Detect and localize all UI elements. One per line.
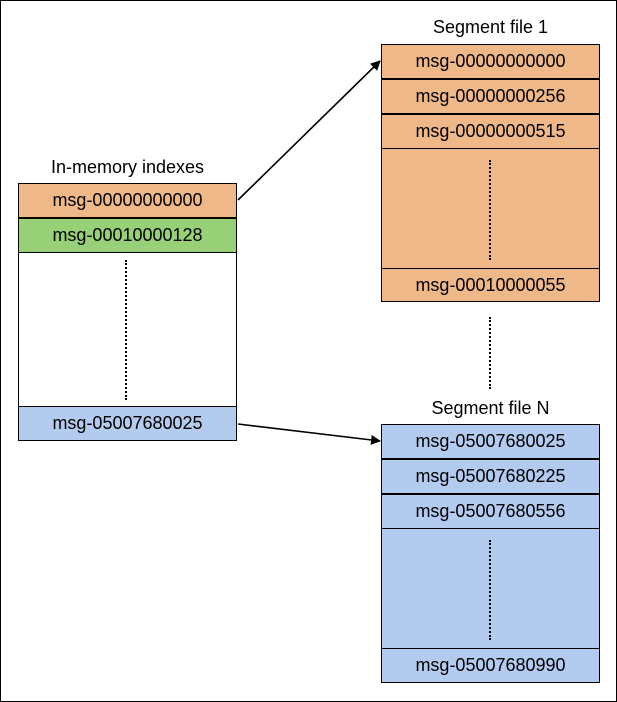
index-entry: msg-05007680025 xyxy=(18,406,237,441)
segment-n-entry: msg-05007680556 xyxy=(381,494,600,529)
segment-n-title: Segment file N xyxy=(431,398,550,418)
arrow-index-to-segment-1 xyxy=(237,60,381,201)
segment-n-entry: msg-05007680990 xyxy=(381,648,600,683)
segment-n-entry: msg-05007680025 xyxy=(381,424,600,459)
segment-1-entry: msg-00000000000 xyxy=(381,44,600,79)
index-entry: msg-00010000128 xyxy=(18,218,237,253)
segment-gap-ellipsis xyxy=(489,317,491,389)
segment-1-entry: msg-00010000055 xyxy=(381,268,600,302)
index-ellipsis xyxy=(125,260,127,400)
segment-1-ellipsis xyxy=(489,160,491,260)
segment-1-entry: msg-00000000515 xyxy=(381,114,600,149)
index-entry: msg-00000000000 xyxy=(18,183,237,218)
segment-1-title: Segment file 1 xyxy=(432,17,549,37)
segment-1-entry: msg-00000000256 xyxy=(381,79,600,114)
segment-n-entry: msg-05007680225 xyxy=(381,459,600,494)
arrow-index-to-segment-n xyxy=(237,423,381,445)
segment-n-ellipsis xyxy=(489,540,491,640)
index-title: In-memory indexes xyxy=(50,157,205,177)
